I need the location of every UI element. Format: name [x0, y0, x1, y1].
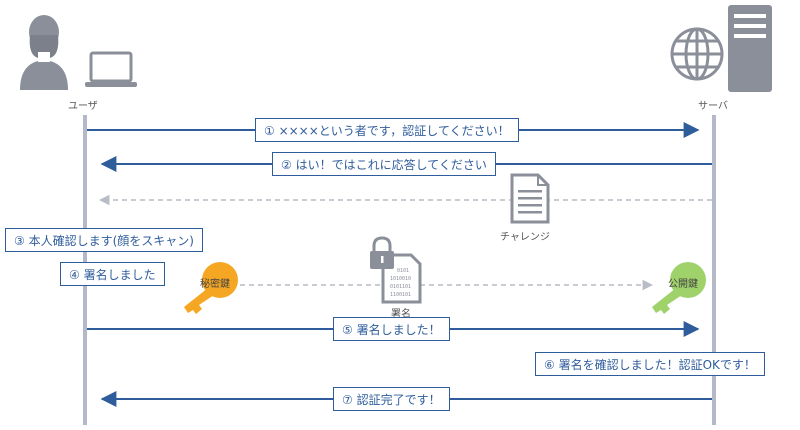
user-actor-label: ユーザ: [68, 101, 98, 112]
public-key-icon: [652, 262, 706, 314]
message-3-box: ③ 本人確認します(顔をスキャン): [5, 228, 203, 252]
server-lifeline: [712, 115, 716, 425]
svg-text:1100101: 1100101: [390, 292, 411, 298]
lock-icon: [370, 236, 394, 269]
signature-label: 署名: [391, 309, 411, 320]
message-5-box: ⑤ 署名しました！: [333, 317, 450, 341]
secret-key-icon: [184, 262, 238, 314]
laptop-icon: [85, 51, 137, 87]
challenge-document-icon: [510, 173, 550, 224]
message-4-box: ④ 署名しました: [60, 262, 165, 286]
message-1-box: ① ××××という者です，認証してください！: [255, 118, 519, 142]
globe-icon: [670, 27, 724, 81]
user-person-icon: [20, 15, 68, 90]
public-key-label: 公開鍵: [668, 279, 698, 290]
svg-text:0101101: 0101101: [390, 284, 411, 290]
svg-text:0101: 0101: [397, 268, 409, 274]
svg-text:1010010: 1010010: [390, 276, 411, 282]
message-7-box: ⑦ 認証完了です！: [333, 387, 450, 411]
server-actor-label: サーバ: [698, 101, 728, 112]
server-rack-icon: [728, 5, 772, 92]
message-6-box: ⑥ 署名を確認しました！認証OKです！: [535, 352, 765, 376]
challenge-label: チャレンジ: [500, 232, 550, 243]
message-2-box: ② はい！ではこれに応答してください: [272, 152, 496, 176]
secret-key-label: 秘密鍵: [200, 279, 230, 290]
signed-document-icon: 0101 1010010 0101101 1100101: [381, 253, 422, 304]
